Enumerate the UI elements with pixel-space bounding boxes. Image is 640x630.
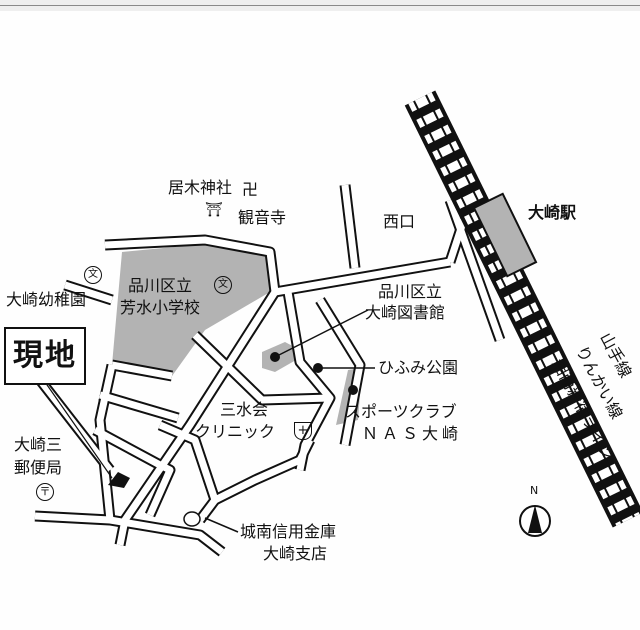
sports-club-label-line2: ＮＡＳ大崎	[362, 424, 463, 443]
clinic-label-line1: 三水会	[220, 400, 269, 419]
hospital-icon: +	[294, 422, 312, 440]
north-compass-icon	[519, 505, 551, 537]
bank-label-line1: 城南信用金庫	[240, 522, 337, 541]
post-office-label-line1: 大崎三	[14, 435, 63, 454]
shrine-label: 居木神社	[168, 178, 233, 197]
clinic-label-line2: クリニック	[195, 422, 276, 441]
temple-icon: 卍	[242, 180, 259, 199]
current-location-marker	[108, 472, 130, 488]
school-label-line1: 品川区立	[128, 276, 193, 295]
bank-marker	[183, 511, 201, 527]
school-icon: 文	[214, 276, 232, 294]
library-dot	[270, 352, 280, 362]
station-label: 大崎駅	[528, 203, 577, 222]
railway	[404, 90, 640, 528]
current-location-leader	[44, 381, 113, 479]
library-label-line1: 品川区立	[378, 282, 443, 301]
school-label-line2: 芳水小学校	[120, 298, 201, 317]
current-location-label: 現地	[4, 327, 86, 385]
post-office-icon: 〒	[36, 483, 54, 501]
roads	[34, 184, 506, 557]
post-office-label-line2: 郵便局	[14, 458, 63, 477]
station-building	[472, 192, 538, 278]
school-area	[112, 244, 270, 376]
park-dot	[313, 363, 323, 373]
bank-label-line2: 大崎支店	[263, 544, 328, 563]
kindergarten-label: 大崎幼稚園	[6, 290, 87, 309]
sports-club-label-line1: スポーツクラブ	[345, 402, 457, 421]
library-label-line2: 大崎図書館	[365, 303, 446, 322]
park-label: ひふみ公園	[378, 358, 459, 377]
station-exit-label: 西口	[383, 212, 416, 231]
top-bar	[0, 0, 640, 11]
kindergarten-school-icon: 文	[84, 266, 102, 284]
temple-label: 観音寺	[238, 208, 287, 227]
sports-club-dot	[348, 385, 358, 395]
north-label: N	[530, 484, 539, 497]
shrine-icon: ⛩	[205, 202, 223, 218]
